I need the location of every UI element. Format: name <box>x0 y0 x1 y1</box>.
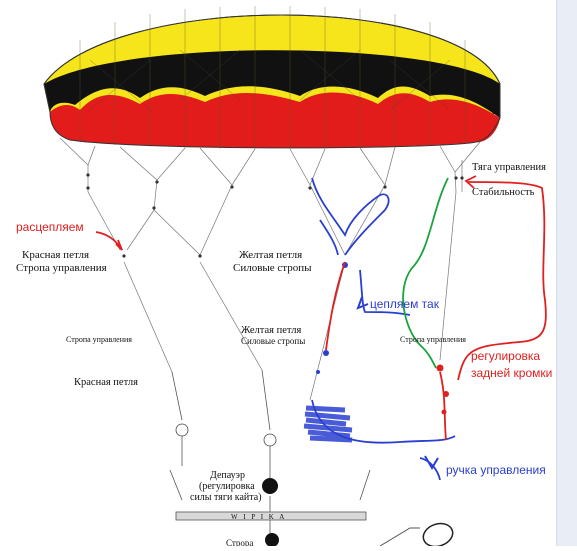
label-stropa-small-right: Стропа управления <box>400 335 466 344</box>
control-bar-text: W I P I K A <box>231 513 286 521</box>
label-regulirovka-2: задней кромки <box>471 366 552 380</box>
canopy-black-band <box>44 50 500 118</box>
right-panel-strip <box>556 0 577 546</box>
label-zheltaya-petlya: Желтая петля <box>239 249 302 261</box>
label-krasnaya-petlya-2: Красная петля <box>74 377 138 388</box>
control-bar-assembly <box>169 369 371 540</box>
chicken-loop-ring <box>422 522 454 548</box>
scribble-handle <box>303 405 353 443</box>
label-regulirovka-1: регулировка <box>471 349 540 363</box>
canopy-red-band <box>50 92 500 148</box>
label-depauer-1: Депауэр <box>210 470 245 481</box>
label-stropa-small-left: Стропа управления <box>66 335 132 344</box>
label-stropa-bottom: Строра <box>226 538 253 546</box>
control-bar <box>175 511 367 521</box>
label-silovye-stropy: Силовые стропы <box>233 262 312 274</box>
label-ruchka: ручка управления <box>446 463 546 477</box>
kite-canopy <box>43 6 501 149</box>
bottom-knob <box>265 533 279 547</box>
label-depauer-2: (регулировка <box>199 481 255 492</box>
label-stropa-upravleniya: Стропа управления <box>16 262 107 274</box>
green-annotation-stroke <box>402 177 449 369</box>
label-krasnaya-petlya: Красная петля <box>22 249 89 261</box>
label-tyaga-upravleniya: Тяга управления <box>472 162 546 173</box>
label-ceplyaem-tak: цепляем так <box>370 297 440 311</box>
label-stabilnost: Стабильность <box>472 187 535 198</box>
label-razceplyaem: расцепляем <box>16 220 84 234</box>
depower-knob <box>262 478 278 494</box>
red-annotation-strokes <box>95 175 547 441</box>
label-silovye-stropy-2: Силовые стропы <box>241 336 305 346</box>
label-zheltaya-petlya-2: Желтая петля <box>241 325 301 336</box>
label-depauer-3: силы тяги кайта) <box>190 492 262 503</box>
